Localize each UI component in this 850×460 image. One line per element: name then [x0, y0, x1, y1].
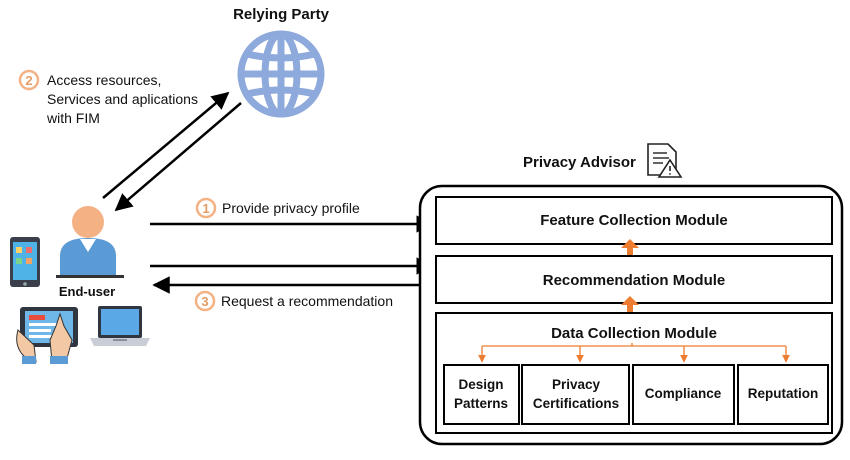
- sub-module-privacy-certifications-line-1: Privacy: [552, 377, 601, 392]
- smartphone-icon: [10, 237, 40, 287]
- step-2-line-3: with FIM: [46, 110, 100, 126]
- step-1: 1 Provide privacy profile: [195, 197, 360, 219]
- end-user-label: End-user: [59, 284, 115, 299]
- step-2-line-2: Services and aplications: [47, 91, 198, 107]
- person-icon: [56, 206, 124, 278]
- sub-module-compliance: [632, 364, 735, 425]
- step-3-number: 3: [201, 294, 208, 309]
- sub-module-compliance-label: Compliance: [645, 386, 722, 401]
- sub-module-design-patterns-line-1: Design: [458, 377, 503, 392]
- relying-party-label: Relying Party: [233, 6, 330, 23]
- sub-module-design-patterns: [443, 364, 520, 425]
- sub-module-reputation: [737, 364, 829, 425]
- step-2-circle: [18, 69, 40, 91]
- step-3: 3 Request a recommendation: [194, 290, 393, 312]
- sub-module-privacy-certifications-line-2: Certifications: [533, 396, 619, 411]
- globe-icon: [237, 30, 325, 118]
- sub-module-reputation-label: Reputation: [748, 386, 819, 401]
- step-3-text: Request a recommendation: [221, 293, 393, 309]
- feature-collection-module-label: Feature Collection Module: [540, 212, 728, 229]
- tablet-hands-icon: [16, 307, 78, 364]
- privacy-advisor-title: Privacy Advisor: [523, 154, 636, 171]
- arrow-user-to-relying-party: [102, 91, 230, 199]
- distribution-connector: [478, 343, 790, 363]
- sub-module-design-patterns-line-2: Patterns: [454, 396, 508, 411]
- step-2-line-1: Access resources,: [47, 72, 161, 88]
- step-1-text: Provide privacy profile: [222, 200, 360, 216]
- step-2: 2 Access resources, Services and aplicat…: [18, 69, 198, 126]
- step-1-circle: [195, 197, 217, 219]
- recommendation-module-label: Recommendation Module: [543, 272, 726, 289]
- arrow-relying-party-to-user: [114, 102, 242, 212]
- laptop-icon: [90, 306, 150, 346]
- step-1-number: 1: [202, 201, 209, 216]
- data-collection-module-label: Data Collection Module: [551, 325, 717, 342]
- step-2-number: 2: [25, 73, 32, 88]
- step-3-circle: [194, 290, 216, 312]
- feature-collection-module-box: [435, 196, 833, 245]
- sub-module-privacy-certifications: [521, 364, 630, 425]
- document-warning-icon: [647, 143, 683, 178]
